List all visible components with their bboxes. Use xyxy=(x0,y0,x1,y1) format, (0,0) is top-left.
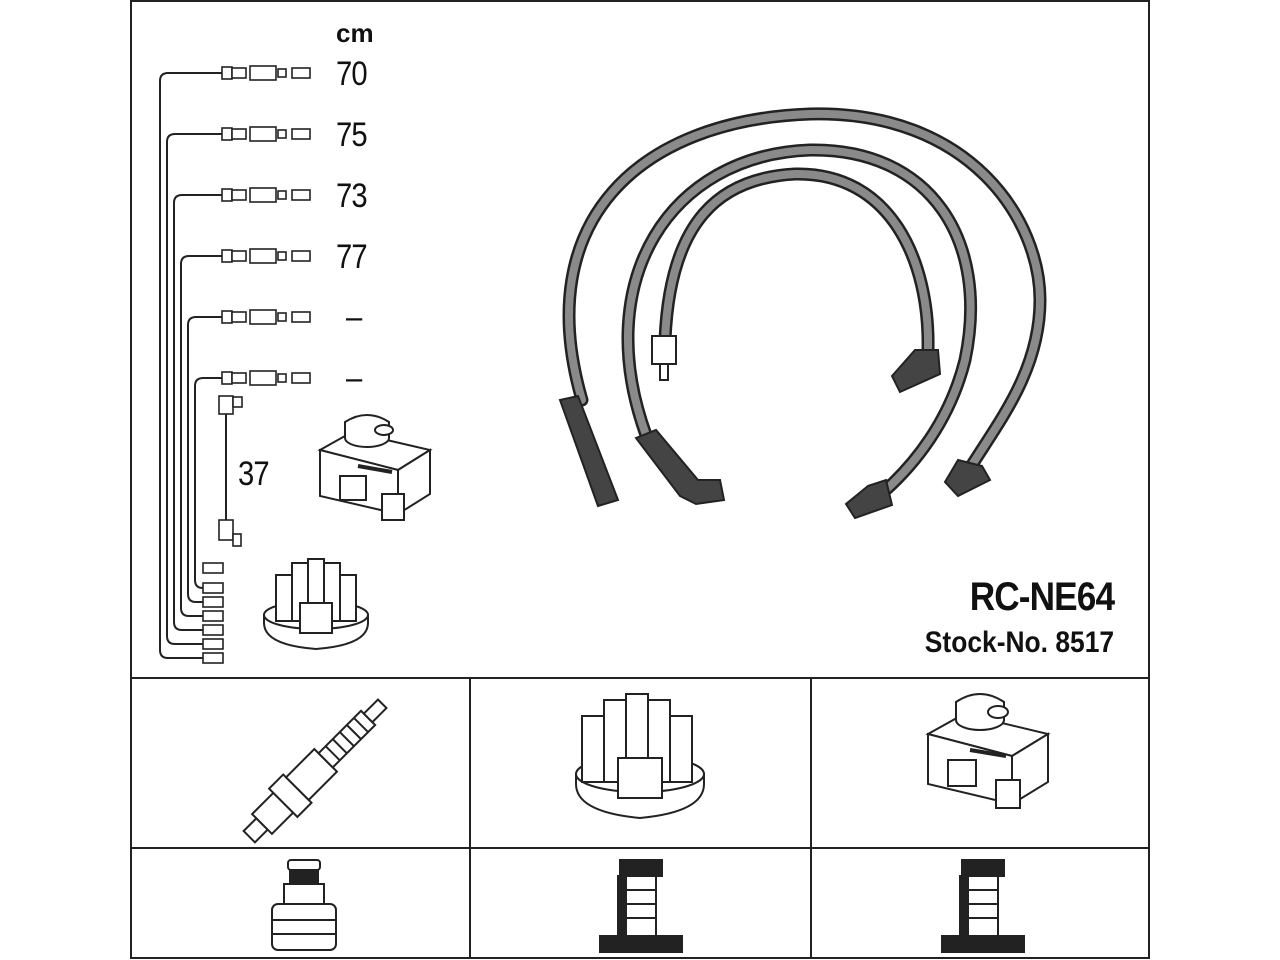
cable-connector xyxy=(221,126,311,142)
coil-lead-length: 37 xyxy=(238,455,270,493)
unit-label: cm xyxy=(336,18,374,48)
spark-plug-icon xyxy=(242,698,388,844)
cap-stub xyxy=(202,638,224,650)
cable-length-4: 77 xyxy=(336,238,368,276)
cap-stub xyxy=(202,562,224,574)
distributor-cap-icon xyxy=(263,558,369,651)
ignition-coil-icon xyxy=(317,414,433,521)
coil-terminal-icon xyxy=(941,859,1025,953)
cable-length-6: – xyxy=(346,359,362,397)
cable-length-2: 75 xyxy=(336,116,368,154)
cap-stub xyxy=(202,596,224,608)
cable-length-3: 73 xyxy=(336,177,368,215)
stock-number: Stock-No. 8517 xyxy=(924,626,1114,659)
cap-terminal-icon xyxy=(599,859,683,953)
model-number: RC-NE64 xyxy=(969,575,1115,619)
ignition-coil-icon-large xyxy=(925,693,1051,809)
cable-length-5: – xyxy=(346,298,362,336)
cable-connector xyxy=(221,370,311,386)
cable-length-1: 70 xyxy=(336,55,368,93)
cable-connector xyxy=(221,187,311,203)
cable-connector xyxy=(221,248,311,264)
cable-connector xyxy=(221,65,311,81)
cap-stub xyxy=(202,652,224,664)
cable-connector xyxy=(221,309,311,325)
cap-stub xyxy=(202,624,224,636)
cap-stub xyxy=(202,582,224,594)
distributor-cap-icon-large xyxy=(575,693,705,820)
cable-set-illustration xyxy=(558,107,1047,520)
plug-terminal-icon xyxy=(271,859,337,951)
cap-stub xyxy=(202,610,224,622)
